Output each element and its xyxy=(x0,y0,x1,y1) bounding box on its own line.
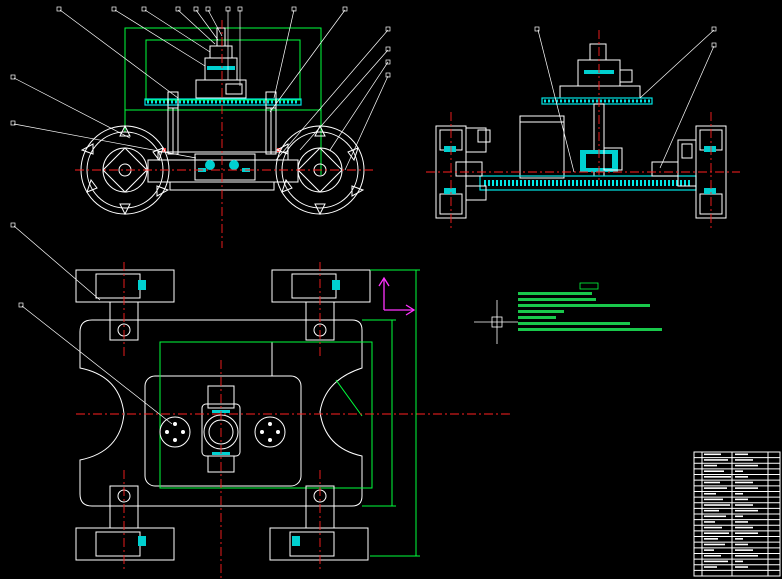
battery-lid xyxy=(519,115,565,123)
title-block-text-stub xyxy=(704,532,729,535)
gearbox-side xyxy=(225,83,243,95)
title-block-text-stub xyxy=(704,560,728,563)
title-block-text-stub xyxy=(735,521,748,523)
gearbox xyxy=(195,79,247,99)
side-leader-lines xyxy=(534,26,717,173)
title-block-text-stub xyxy=(735,504,753,506)
top-plate xyxy=(144,98,302,106)
title-block-text-stub xyxy=(735,549,753,551)
title-block-text-stub xyxy=(704,543,725,546)
coupling-hub xyxy=(205,160,215,170)
title-block-text-stub xyxy=(704,453,721,456)
title-block xyxy=(693,451,781,577)
technical-notes-block xyxy=(518,282,662,331)
title-block-text-stub xyxy=(704,459,728,461)
plan-view xyxy=(10,222,510,579)
title-block-text-stub xyxy=(704,504,730,506)
marker-dot xyxy=(277,148,281,152)
title-block-text-stub xyxy=(735,492,743,495)
title-block-text-stub xyxy=(704,538,718,540)
title-block-text-stub xyxy=(735,459,753,461)
plan-body-outline xyxy=(79,319,363,507)
plan-hub-right xyxy=(254,416,286,448)
title-block-text-stub xyxy=(735,453,748,456)
side-gear-cover xyxy=(603,147,623,171)
plan-hub-left xyxy=(159,416,191,448)
title-block-text-stub xyxy=(704,549,714,551)
title-block-text-stub xyxy=(735,470,743,473)
front-leader-lines xyxy=(10,6,391,171)
title-block-text-stub xyxy=(704,526,722,529)
title-block-text-stub xyxy=(704,509,719,512)
title-block-text-stub xyxy=(735,464,758,467)
title-block-text-stub xyxy=(704,464,717,467)
title-block-text-stub xyxy=(704,498,723,501)
title-block-text-stub xyxy=(704,481,720,484)
title-block-text-stub xyxy=(735,509,758,512)
drive-coupling xyxy=(194,153,256,181)
title-block-text-stub xyxy=(735,481,753,484)
plan-dimension-lines xyxy=(362,269,420,557)
side-bracket-left xyxy=(455,161,483,177)
title-block-text-stub xyxy=(735,498,748,501)
title-block-text-stub xyxy=(704,476,731,478)
title-block-text-stub xyxy=(735,515,743,518)
title-block-text-stub xyxy=(735,476,748,478)
plan-green-diag xyxy=(335,379,363,417)
side-elevation xyxy=(426,26,740,230)
title-block-text-stub xyxy=(735,543,748,546)
title-block-text-stub xyxy=(704,554,721,557)
front-green-frame-inner xyxy=(145,39,301,101)
ucs-axis-icon xyxy=(378,276,416,316)
plan-motor-bottom xyxy=(207,455,235,473)
title-block-text-stub xyxy=(704,515,726,518)
title-block-text-stub xyxy=(704,492,716,495)
plan-leader-lines xyxy=(10,222,173,425)
title-block-text-stub xyxy=(704,470,724,473)
title-block-text-stub xyxy=(704,566,717,568)
motor-flange xyxy=(207,66,235,70)
chassis-rail xyxy=(157,151,289,161)
front-elevation xyxy=(10,6,391,248)
coupling-hub xyxy=(229,160,239,170)
title-block-text-stub xyxy=(735,526,753,529)
side-motor-terminal xyxy=(619,69,633,83)
title-block-text-stub xyxy=(704,521,715,523)
title-block-text-stub xyxy=(735,554,758,557)
title-block-text-stub xyxy=(735,487,758,489)
title-block-text-stub xyxy=(735,532,758,535)
title-block-text-stub xyxy=(704,487,727,489)
title-block-text-stub xyxy=(735,560,743,563)
crosshair-cursor[interactable] xyxy=(474,300,518,344)
title-block-text-stub xyxy=(735,566,748,568)
title-block-text-stub xyxy=(735,538,743,540)
